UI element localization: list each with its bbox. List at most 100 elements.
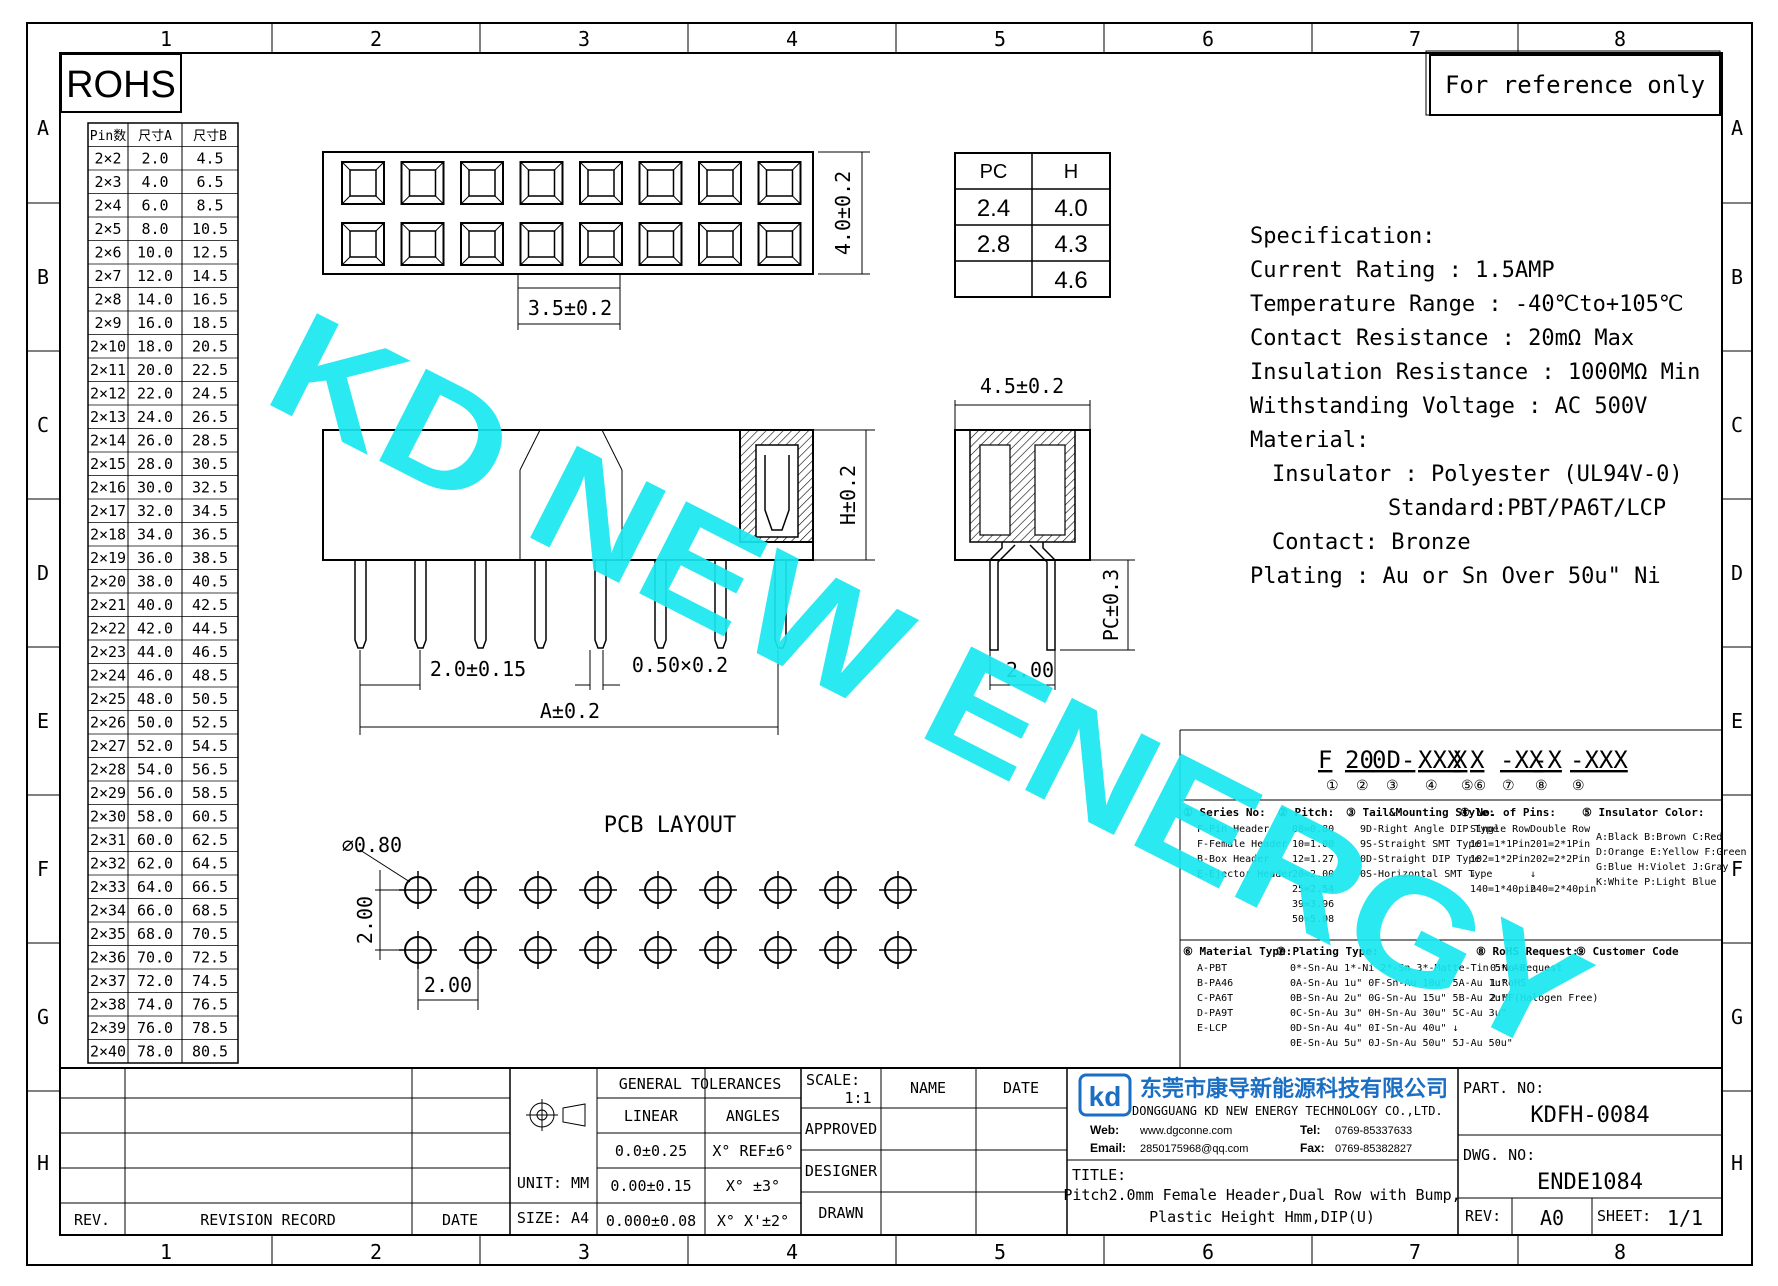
table-cell: 44.5 — [192, 620, 228, 638]
table-cell: 2×9 — [94, 314, 121, 332]
table-cell: 22.0 — [137, 385, 173, 403]
cavity-chamfer — [732, 195, 742, 205]
cavity-chamfer — [758, 195, 767, 205]
color-item: A:Black B:Brown C:Red — [1596, 832, 1722, 843]
title-line: Plastic Height Hmm,DIP(U) — [1149, 1208, 1375, 1226]
scale-label: SCALE: — [806, 1071, 860, 1089]
table-header: 尺寸B — [193, 129, 227, 144]
scale-value: 1:1 — [844, 1089, 871, 1107]
table-cell: 6.0 — [141, 197, 168, 215]
cavity-chamfer — [698, 195, 708, 205]
table-cell: 2×29 — [90, 784, 126, 802]
table-cell: 42.5 — [192, 596, 228, 614]
table-cell: 2×40 — [90, 1043, 126, 1061]
plating-item: 0*-Sn-Au 1*-Ni 2*-Sn 3*-Matte-Tin 5*-Au — [1290, 963, 1525, 974]
spec-line: Standard:PBT/PA6T/LCP — [1388, 496, 1666, 521]
cavity-chamfer — [520, 222, 529, 232]
contact-cavity-inner — [765, 169, 794, 197]
contact-cavity — [698, 161, 742, 205]
contact-cavity — [638, 161, 683, 205]
cavity-chamfer — [494, 256, 504, 266]
cavity-chamfer — [401, 195, 410, 205]
email-label: Email: — [1090, 1141, 1126, 1155]
pcb-layout-title: PCB LAYOUT — [604, 813, 736, 838]
row-letter: C — [37, 413, 49, 437]
drawn-label: DRAWN — [818, 1204, 863, 1222]
table-cell: 2×15 — [90, 455, 126, 473]
sheet-label: SHEET: — [1597, 1207, 1651, 1225]
table-cell: 64.0 — [137, 878, 173, 896]
cavity-chamfer — [435, 222, 444, 232]
column-number: 7 — [1409, 27, 1421, 51]
contact-cavity-inner — [527, 169, 556, 197]
table-cell: 50.5 — [192, 690, 228, 708]
column-number: 2 — [370, 1240, 382, 1264]
pin — [774, 560, 787, 649]
contact-cavity — [757, 222, 802, 266]
column-number: 8 — [1614, 27, 1626, 51]
part-no-label: PART. NO: — [1463, 1079, 1544, 1097]
table-cell: 12.0 — [137, 267, 173, 285]
rev-value: A0 — [1540, 1206, 1564, 1230]
row-letter: G — [37, 1005, 49, 1029]
row-letter: B — [37, 265, 49, 289]
pins-double: 240=2*40pin — [1530, 884, 1596, 895]
contact-cavity — [579, 222, 623, 266]
pin-pitch-dim: 2.0±0.15 — [430, 657, 526, 681]
pins-single: 102=1*2Pin — [1470, 854, 1530, 865]
column-number: 1 — [160, 1240, 172, 1264]
customer-title: ⑨ Customer Code — [1576, 945, 1679, 958]
plating-item: 0D-Sn-Au 4u" 0I-Sn-Au 40u" ↓ — [1290, 1023, 1459, 1034]
cavity-chamfer — [613, 256, 623, 266]
cavity-chamfer — [460, 222, 470, 232]
code-segment: 20 — [1345, 746, 1374, 774]
contact-cavity-inner — [587, 230, 615, 258]
table-cell: 2×11 — [90, 361, 126, 379]
cavity-chamfer — [401, 256, 410, 266]
code-segment: -XX — [1500, 746, 1544, 774]
name-col: NAME — [910, 1079, 946, 1097]
cavity-chamfer — [613, 161, 623, 171]
table-cell: 48.5 — [192, 667, 228, 685]
series-title: ① Series No: — [1183, 806, 1266, 819]
height-dim: H±0.2 — [836, 465, 860, 525]
cavity-chamfer — [375, 256, 385, 266]
table-cell: 38.5 — [192, 549, 228, 567]
column-number: 2 — [370, 27, 382, 51]
pitch-item: 39=3.96 — [1292, 899, 1334, 910]
pins-single: 101=1*1Pin — [1470, 839, 1530, 850]
table-cell: 74.5 — [192, 972, 228, 990]
cavity-chamfer — [494, 161, 504, 171]
rev-block-label: REV: — [1465, 1207, 1501, 1225]
contact-cavity-inner — [468, 230, 496, 258]
row-letter: D — [1731, 561, 1743, 585]
pc-h-cell: 4.6 — [1054, 267, 1087, 294]
table-cell: 4.5 — [196, 150, 223, 168]
contact-cavity — [400, 222, 445, 266]
contact-cavity-inner — [408, 169, 437, 197]
cavity-chamfer — [698, 256, 708, 266]
table-cell: 30.5 — [192, 455, 228, 473]
table-cell: 28.5 — [192, 432, 228, 450]
pitch-item: 12=1.27 — [1292, 854, 1334, 865]
row-letter: E — [37, 709, 49, 733]
cavity-chamfer — [792, 256, 801, 266]
table-cell: 10.0 — [137, 244, 173, 262]
series-item: F-Female Header — [1197, 839, 1287, 850]
table-cell: 4.0 — [141, 173, 168, 191]
title-label: TITLE: — [1072, 1166, 1126, 1184]
code-segment: -X — [1533, 746, 1562, 774]
table-cell: 2×14 — [90, 432, 126, 450]
date-label: DATE — [442, 1211, 478, 1229]
table-cell: 2×16 — [90, 479, 126, 497]
rohs-item: 2:HF(Halogen Free) — [1490, 993, 1598, 1004]
code-segment: X — [1453, 746, 1468, 774]
pins-double: Double Row — [1530, 824, 1591, 835]
table-header: 尺寸A — [138, 129, 172, 144]
table-cell: 20.5 — [192, 338, 228, 356]
pc-h-cell: 2.4 — [977, 195, 1010, 222]
pins-double: 202=2*2Pin — [1530, 854, 1590, 865]
cavity-chamfer — [579, 222, 589, 232]
table-cell: 2×39 — [90, 1019, 126, 1037]
table-cell: 32.5 — [192, 479, 228, 497]
